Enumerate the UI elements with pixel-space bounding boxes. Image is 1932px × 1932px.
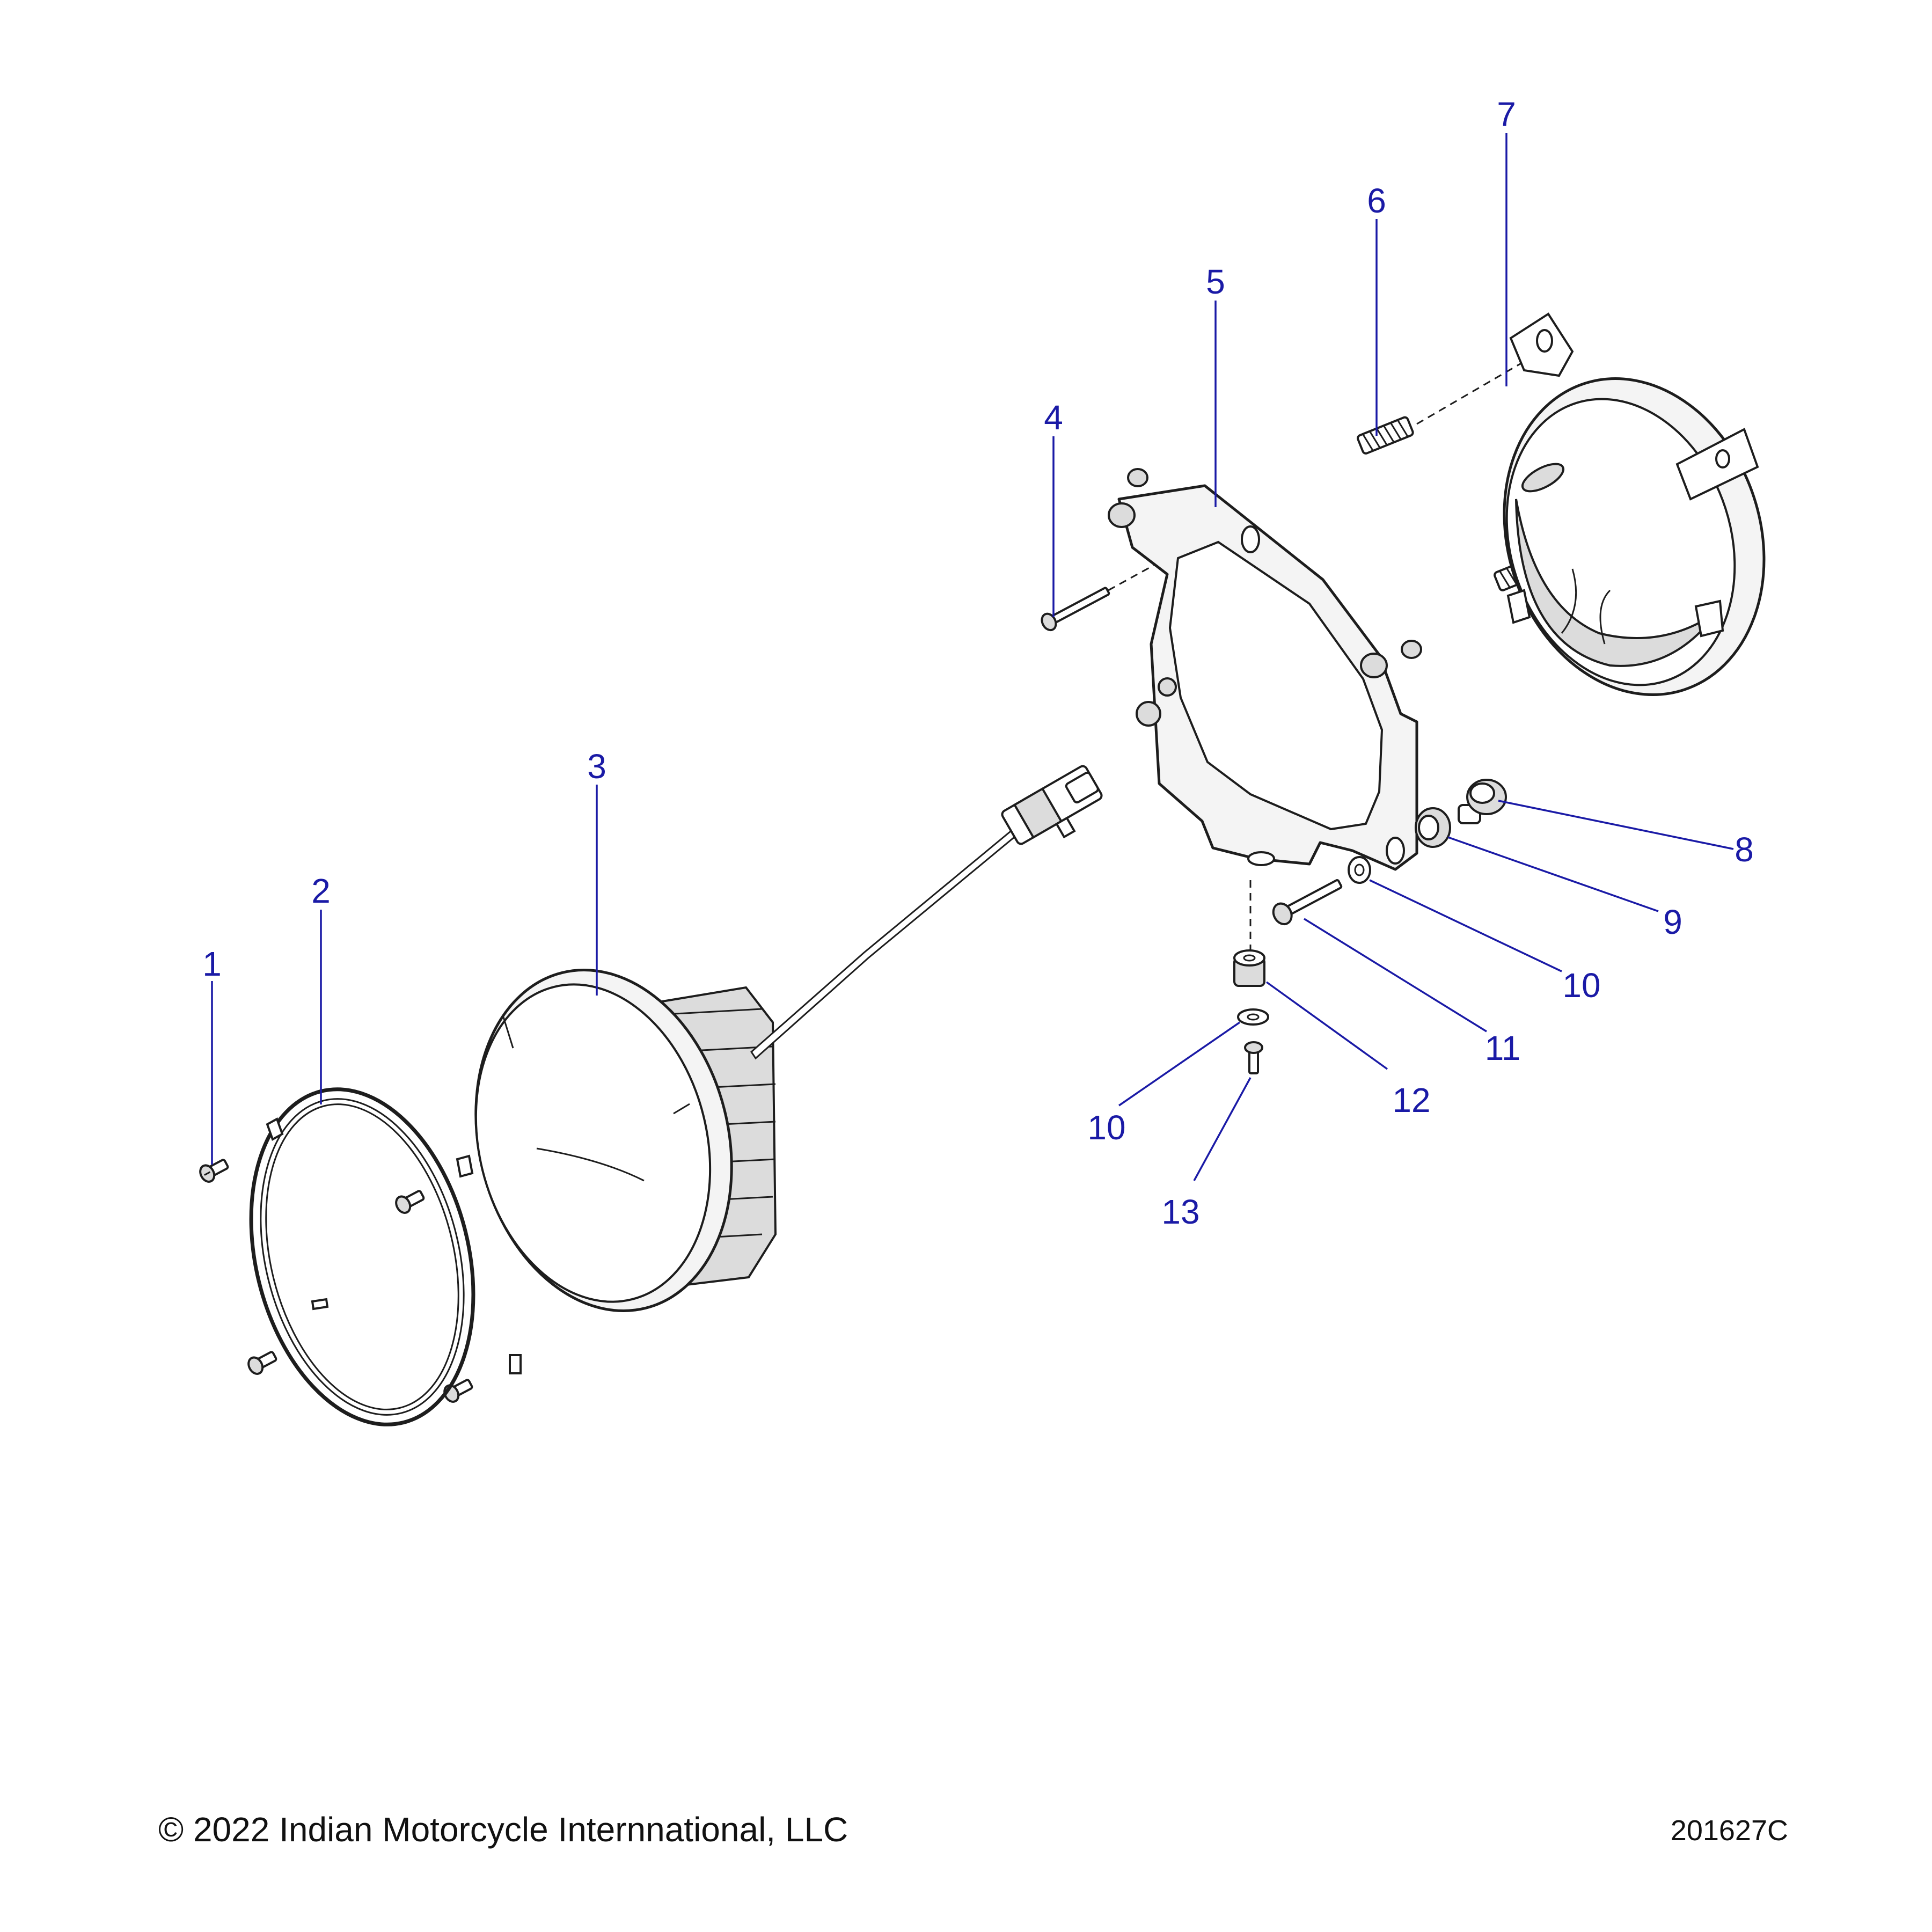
part-12-rubber-mount[interactable] <box>1233 880 1265 987</box>
callout-10a: 10 <box>1562 966 1600 1005</box>
callout-2: 2 <box>311 872 331 910</box>
part-3-headlamp[interactable] <box>441 765 1110 1338</box>
callout-8: 8 <box>1735 830 1754 869</box>
leader-8 <box>1498 800 1734 850</box>
part-13-screw[interactable] <box>1244 1041 1263 1074</box>
callout-3: 3 <box>587 747 606 786</box>
copyright-notice: © 2022 Indian Motorcycle Internnational,… <box>158 1810 848 1849</box>
part-5-mounting-bracket[interactable] <box>1108 468 1422 871</box>
drawing-number: 201627C <box>1670 1814 1788 1847</box>
part-7-headlamp-bucket[interactable] <box>1465 312 1804 729</box>
callout-9: 9 <box>1663 903 1682 941</box>
callout-numbers: 1 2 3 4 5 6 7 8 9 10 11 12 10 13 <box>202 95 1754 1231</box>
part-1-screws[interactable] <box>197 1156 474 1404</box>
callout-12: 12 <box>1392 1081 1430 1119</box>
leader-10a <box>1369 879 1562 972</box>
leader-11 <box>1304 918 1487 1033</box>
callout-13: 13 <box>1161 1192 1199 1231</box>
callout-5: 5 <box>1206 262 1225 301</box>
leader-10b <box>1118 1021 1240 1107</box>
part-9-grommet[interactable] <box>1415 807 1451 848</box>
leader-13 <box>1193 1077 1252 1181</box>
callout-11: 11 <box>1485 1029 1520 1067</box>
part-10-washers[interactable] <box>1237 856 1371 1026</box>
part-8-knob[interactable] <box>1458 779 1507 824</box>
part-11-bolt[interactable] <box>1270 874 1345 927</box>
leader-lines <box>211 133 1734 1181</box>
callout-10b: 10 <box>1087 1108 1125 1147</box>
callout-6: 6 <box>1367 181 1386 220</box>
callout-7: 7 <box>1497 95 1516 134</box>
callout-4: 4 <box>1044 398 1063 437</box>
leader-12 <box>1265 981 1388 1070</box>
callout-1: 1 <box>202 945 222 983</box>
leader-9 <box>1447 836 1659 912</box>
